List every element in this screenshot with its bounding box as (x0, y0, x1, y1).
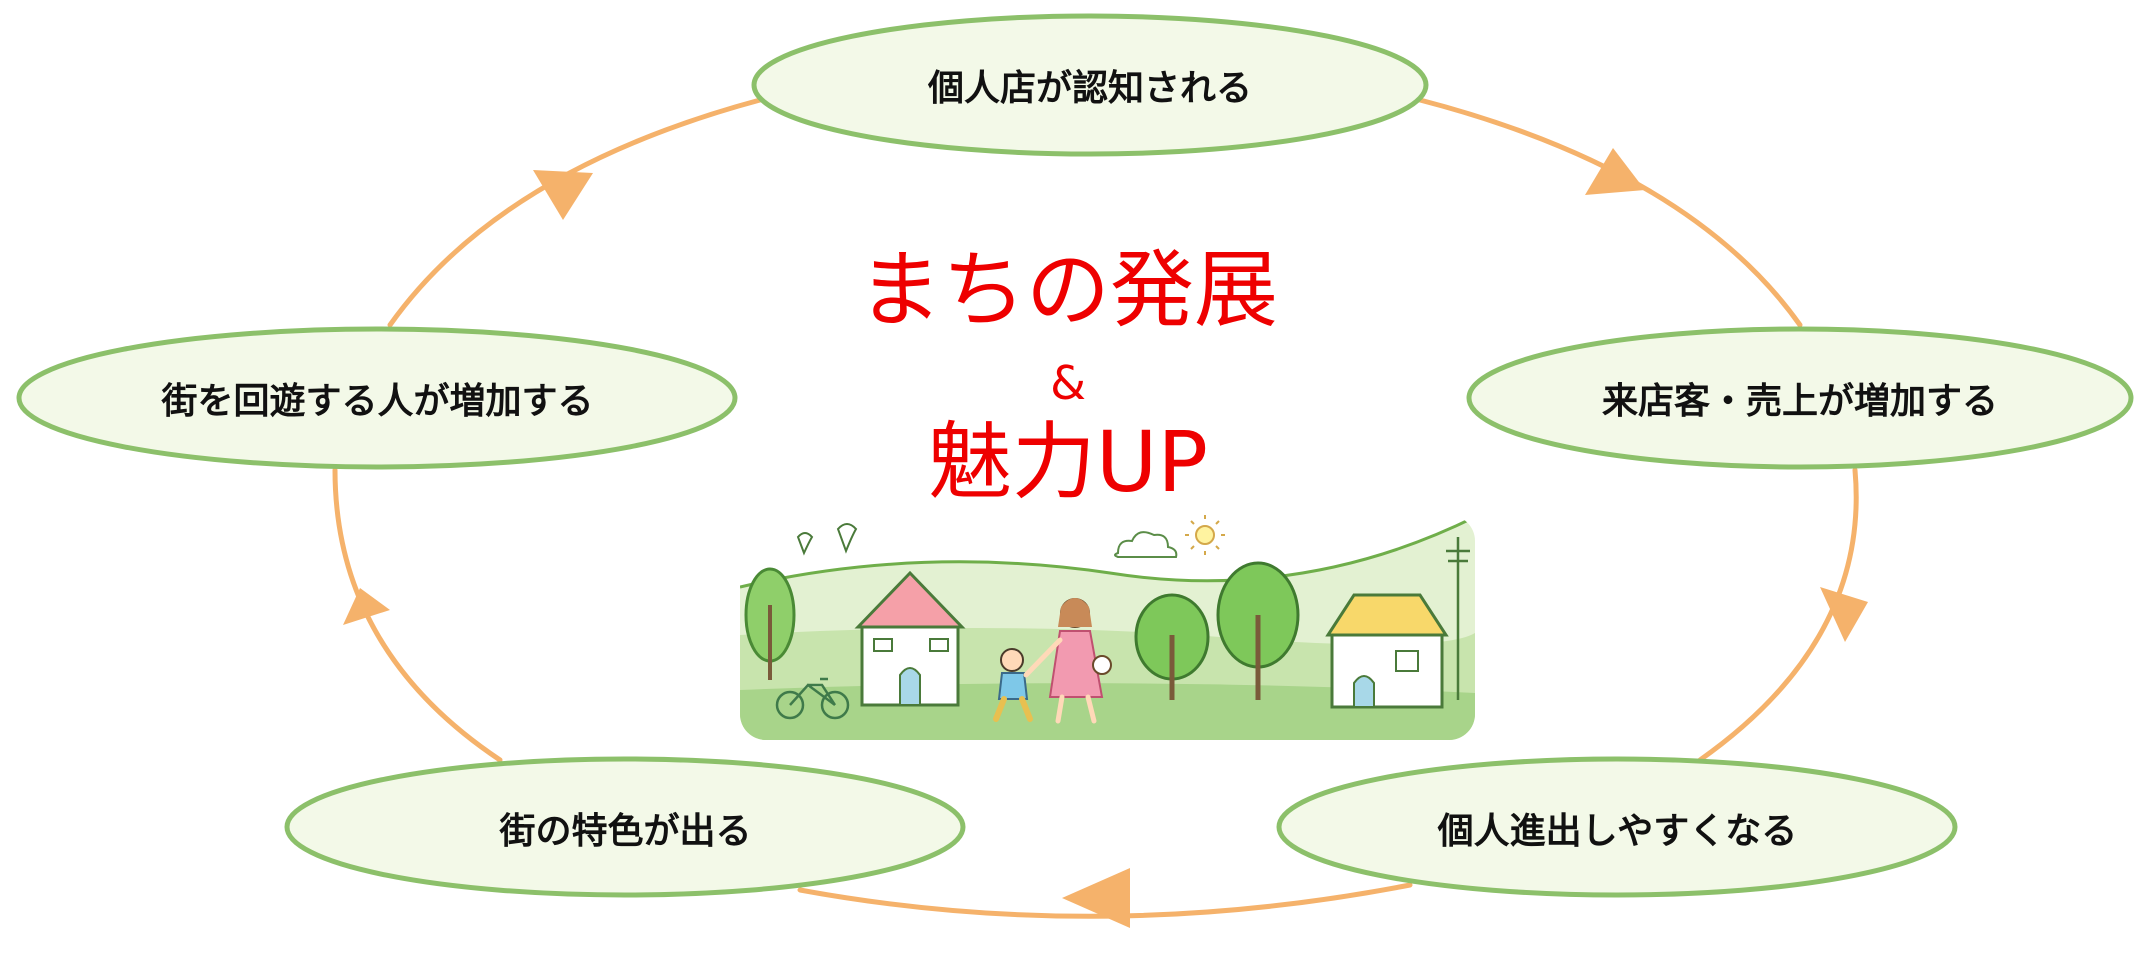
arrowhead-bottom (1062, 868, 1130, 928)
arrow-right-to-bottomright (1697, 467, 1859, 763)
utility-pole-icon (1446, 537, 1470, 700)
ellipse-shape (16, 326, 738, 470)
sun-icon (1195, 525, 1215, 545)
ellipse-shape (751, 13, 1429, 157)
arrow-top-to-right (1417, 97, 1803, 328)
center-title-line1: まちの発展 (857, 241, 1278, 339)
node-label: 街を回遊する人が増加する (161, 381, 594, 422)
town-illustration (740, 515, 1475, 740)
bicycle-icon (775, 677, 850, 720)
tree-icon (1134, 593, 1210, 700)
cloud-icon (1114, 531, 1178, 558)
node-label: 個人店が認知される (927, 68, 1252, 109)
sun-rays-icon (1185, 515, 1225, 555)
node-label: 街の特色が出る (499, 810, 752, 852)
mother-icon (1023, 598, 1112, 724)
ellipse-shape (1276, 756, 1958, 898)
node-right: 来店客・売上が増加する (1465, 325, 2135, 471)
bird-icon (796, 532, 814, 556)
arrowhead-left (343, 588, 390, 625)
center-title-ampersand: & (1050, 356, 1086, 410)
node-label: 個人進出しやすくなる (1437, 810, 1798, 852)
node-bottom-right: 個人進出しやすくなる (1275, 755, 1960, 900)
house-yellow-icon (1325, 593, 1449, 709)
house-pink-icon (854, 570, 966, 707)
node-left: 街を回遊する人が増加する (15, 325, 740, 471)
center-title-line2: 魅力UP (927, 413, 1209, 511)
hill-outline (740, 515, 1475, 589)
node-top: 個人店が認知される (750, 12, 1430, 158)
node-label: 来店客・売上が増加する (1601, 381, 1998, 422)
arrowhead-right (1820, 587, 1868, 642)
arrow-bottomright-to-bottomleft (797, 882, 1413, 919)
ellipse-shape (1466, 326, 2134, 470)
node-bottom-left: 街の特色が出る (283, 755, 968, 900)
tree-icon (1216, 561, 1300, 700)
arrowhead-top-left (533, 170, 593, 220)
arrow-left-to-top (387, 97, 763, 328)
arrow-bottomleft-to-left (332, 467, 503, 763)
tree-icon (744, 567, 796, 680)
arrowhead-top-right (1585, 148, 1645, 195)
bird-icon (836, 523, 858, 554)
child-icon (993, 648, 1033, 722)
ellipse-shape (284, 756, 966, 898)
